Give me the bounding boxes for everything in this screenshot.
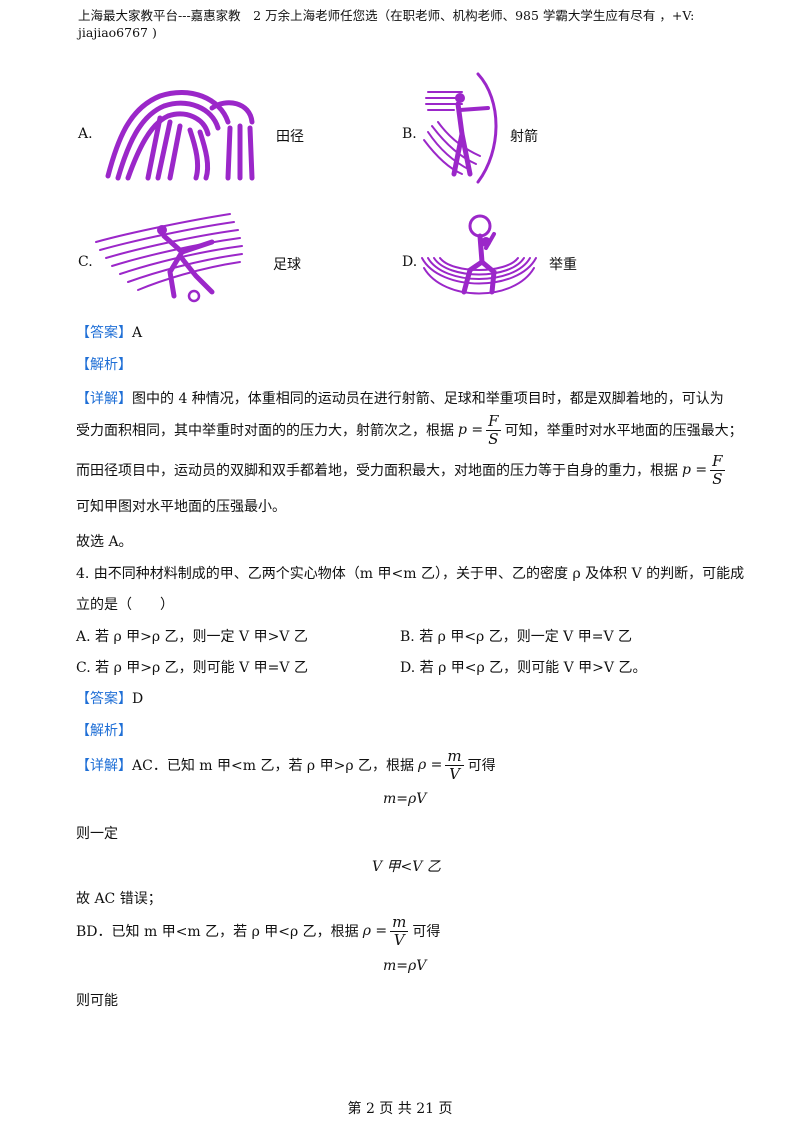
q4-then-certain: 则一定 [76, 826, 118, 842]
archery-pictogram-icon [423, 72, 498, 184]
q4-option-c: C. 若 ρ 甲>ρ 乙，则可能 V 甲=V 乙 [76, 660, 308, 676]
q3-choice: 故选 A。 [76, 534, 133, 550]
running-pictogram-icon [105, 90, 255, 181]
q3-detail-label: 【详解】 [76, 391, 132, 407]
fraction-numerator: m [390, 912, 409, 932]
fraction-numerator: F [486, 411, 501, 431]
q4-option-b: B. 若 ρ 甲<ρ 乙，则一定 V 甲=V 乙 [400, 629, 633, 645]
q4-option-a: A. 若 ρ 甲>ρ 乙，则一定 V 甲>V 乙 [76, 629, 308, 645]
q4-answer-label: 【答案】 [76, 691, 132, 707]
option-a-text: 田径 [276, 129, 304, 145]
q3-detail-text-2a: 受力面积相同，其中举重时对面的的压力大，射箭次之，根据 [76, 423, 454, 439]
q4-detail-ac-text: AC．已知 m 甲<m 乙，若 ρ 甲>ρ 乙，根据 [132, 758, 414, 774]
header-line-2: jiajiao6767 ) [78, 25, 157, 40]
option-b-letter: B. [402, 126, 417, 142]
q4-ac-wrong: 故 AC 错误； [76, 891, 162, 907]
pressure-equation-left-2: p = [682, 462, 708, 478]
density-equation-left: ρ = [418, 757, 443, 773]
q4-detail-bd-text: BD．已知 m 甲<m 乙，若 ρ 甲<ρ 乙，根据 [76, 924, 359, 940]
q4-stem-line-1: 4. 由不同种材料制成的甲、乙两个实心物体（m 甲<m 乙），关于甲、乙的密度 … [76, 566, 745, 582]
pressure-equation-left: p = [458, 422, 484, 438]
fraction-denominator: V [393, 930, 405, 949]
q3-detail-line-3: 而田径项目中，运动员的双脚和双手都着地，受力面积最大，对地面的压力等于自身的重力… [76, 452, 725, 488]
q3-answer-value: A [132, 325, 143, 341]
q3-detail-line-1: 【详解】图中的 4 种情况，体重相同的运动员在进行射箭、足球和举重项目时，都是双… [76, 388, 724, 408]
q4-answer-line: 【答案】D [76, 688, 143, 708]
football-pictogram-icon [95, 213, 243, 303]
q4-formula-2: m=ρV [383, 958, 427, 974]
fraction-denominator: V [449, 764, 460, 783]
density-equation-left-2: ρ = [362, 923, 388, 939]
q3-detail-line-4: 可知甲图对水平地面的压强最小。 [76, 499, 286, 515]
q4-detail-then: 可得 [467, 758, 496, 774]
option-c-letter: C. [78, 254, 93, 270]
q4-analysis-label: 【解析】 [76, 723, 132, 739]
q4-option-d: D. 若 ρ 甲<ρ 乙，则可能 V 甲>V 乙。 [400, 660, 647, 676]
header-line-1: 上海最大家教平台---嘉惠家教 2 万余上海老师任您选（在职老师、机构老师、98… [78, 8, 695, 23]
q3-detail-text-1: 图中的 4 种情况，体重相同的运动员在进行射箭、足球和举重项目时，都是双脚着地的… [132, 391, 724, 407]
fraction-denominator: S [488, 429, 499, 448]
option-a-letter: A. [78, 126, 93, 142]
q4-detail-then-2: 可得 [412, 924, 441, 940]
option-b-text: 射箭 [510, 129, 538, 145]
q3-analysis-label: 【解析】 [76, 357, 132, 373]
q4-answer-value: D [132, 691, 144, 707]
fraction-denominator: S [712, 469, 723, 488]
option-d-letter: D. [402, 254, 418, 270]
option-d-text: 举重 [549, 257, 577, 273]
q4-formula-1: m=ρV [383, 791, 427, 807]
q3-answer-line: 【答案】A [76, 322, 142, 342]
q3-answer-label: 【答案】 [76, 325, 132, 341]
q4-stem-line-2: 立的是（ ） [76, 597, 174, 613]
q4-volume-result: V 甲<V 乙 [372, 859, 441, 875]
q4-detail-label: 【详解】 [76, 758, 132, 774]
option-c-text: 足球 [273, 257, 301, 273]
q4-then-possible: 则可能 [76, 993, 118, 1009]
q3-detail-text-2b: 可知，举重时对水平地面的压强最大； [504, 423, 743, 439]
weightlifting-pictogram-icon [421, 214, 537, 295]
page-number: 第 2 页 共 21 页 [347, 1101, 453, 1117]
fraction-numerator: F [710, 451, 725, 471]
q3-detail-text-3a: 而田径项目中，运动员的双脚和双手都着地，受力面积最大，对地面的压力等于自身的重力… [76, 463, 678, 479]
fraction-numerator: m [445, 746, 464, 766]
